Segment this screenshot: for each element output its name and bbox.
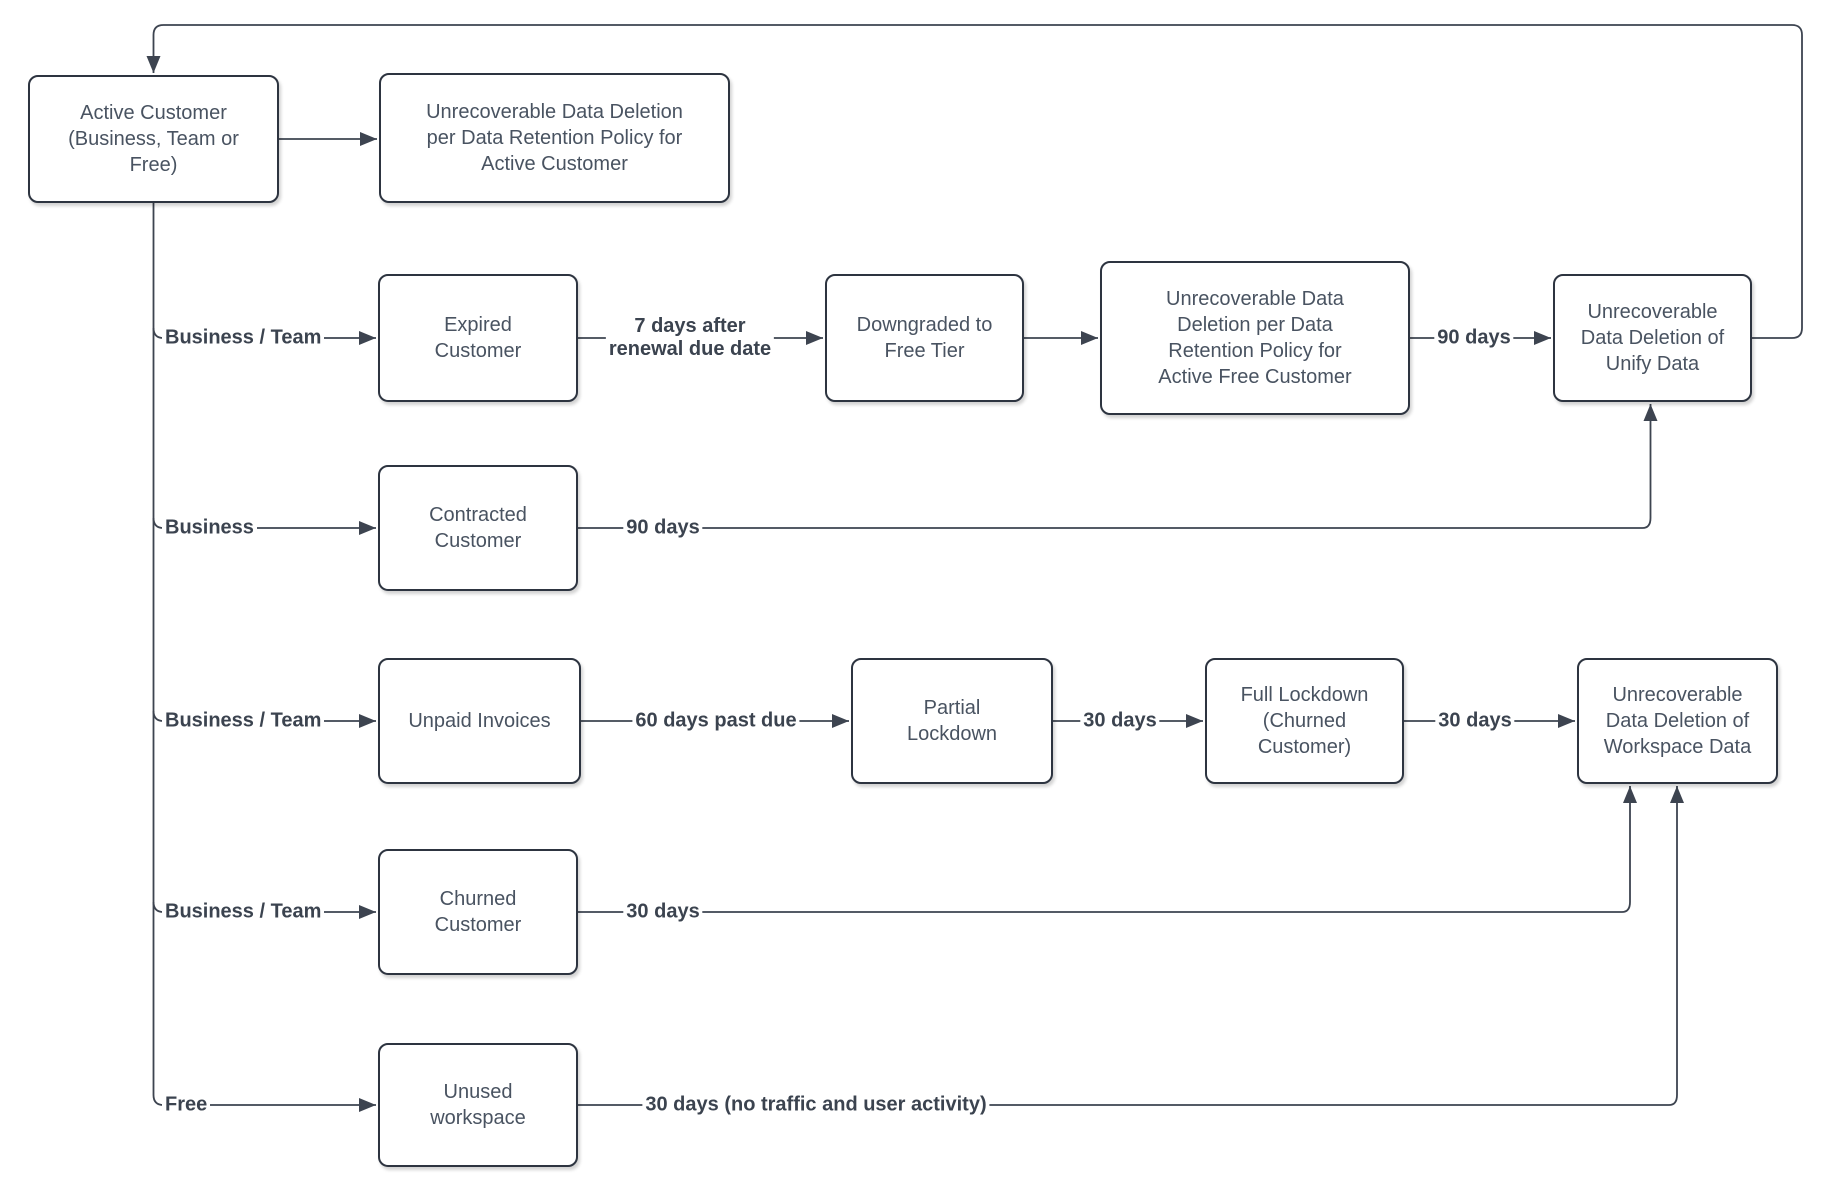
edge-label-free-retention-to-unify: 90 days — [1434, 326, 1514, 350]
edge-label-unpaid-to-partial: 60 days past due — [632, 709, 800, 733]
edge-label-churned-to-workspace: 30 days — [623, 900, 703, 924]
node-active-customer: Active Customer (Business, Team or Free) — [28, 75, 279, 203]
edge-unify-to-active-feedback — [146, 24, 1803, 339]
edge-contracted-to-unify — [578, 404, 1658, 529]
edge-label-contracted-to-unify: 90 days — [623, 516, 703, 540]
node-churned-customer: Churned Customer — [378, 849, 578, 975]
node-retention-deletion-active: Unrecoverable Data Deletion per Data Ret… — [379, 73, 730, 203]
node-full-lockdown: Full Lockdown (Churned Customer) — [1205, 658, 1404, 784]
node-workspace-data-deletion: Unrecoverable Data Deletion of Workspace… — [1577, 658, 1778, 784]
edge-churned-to-workspace — [578, 786, 1637, 913]
edge-label-branch-churned: Business / Team — [162, 900, 325, 924]
edge-label-full-to-workspace: 30 days — [1435, 709, 1515, 733]
edge-label-unused-to-workspace: 30 days (no traffic and user activity) — [642, 1093, 990, 1117]
edge-label-expired-to-downgraded: 7 days after renewal due date — [605, 315, 775, 361]
node-partial-lockdown: Partial Lockdown — [851, 658, 1053, 784]
node-retention-deletion-active-free: Unrecoverable Data Deletion per Data Ret… — [1100, 261, 1410, 415]
node-unused-workspace: Unused workspace — [378, 1043, 578, 1167]
edge-label-branch-unpaid: Business / Team — [162, 709, 325, 733]
edge-unused-to-workspace — [577, 786, 1684, 1106]
node-unify-data-deletion: Unrecoverable Data Deletion of Unify Dat… — [1553, 274, 1752, 402]
node-expired-customer: Expired Customer — [378, 274, 578, 402]
node-contracted-customer: Contracted Customer — [378, 465, 578, 591]
edge-label-branch-contracted: Business — [162, 516, 257, 540]
node-unpaid-invoices: Unpaid Invoices — [378, 658, 581, 784]
edge-label-branch-expired: Business / Team — [162, 326, 325, 350]
edge-label-branch-unused: Free — [162, 1093, 211, 1117]
node-downgraded-free-tier: Downgraded to Free Tier — [825, 274, 1024, 402]
edge-label-partial-to-full: 30 days — [1080, 709, 1160, 733]
